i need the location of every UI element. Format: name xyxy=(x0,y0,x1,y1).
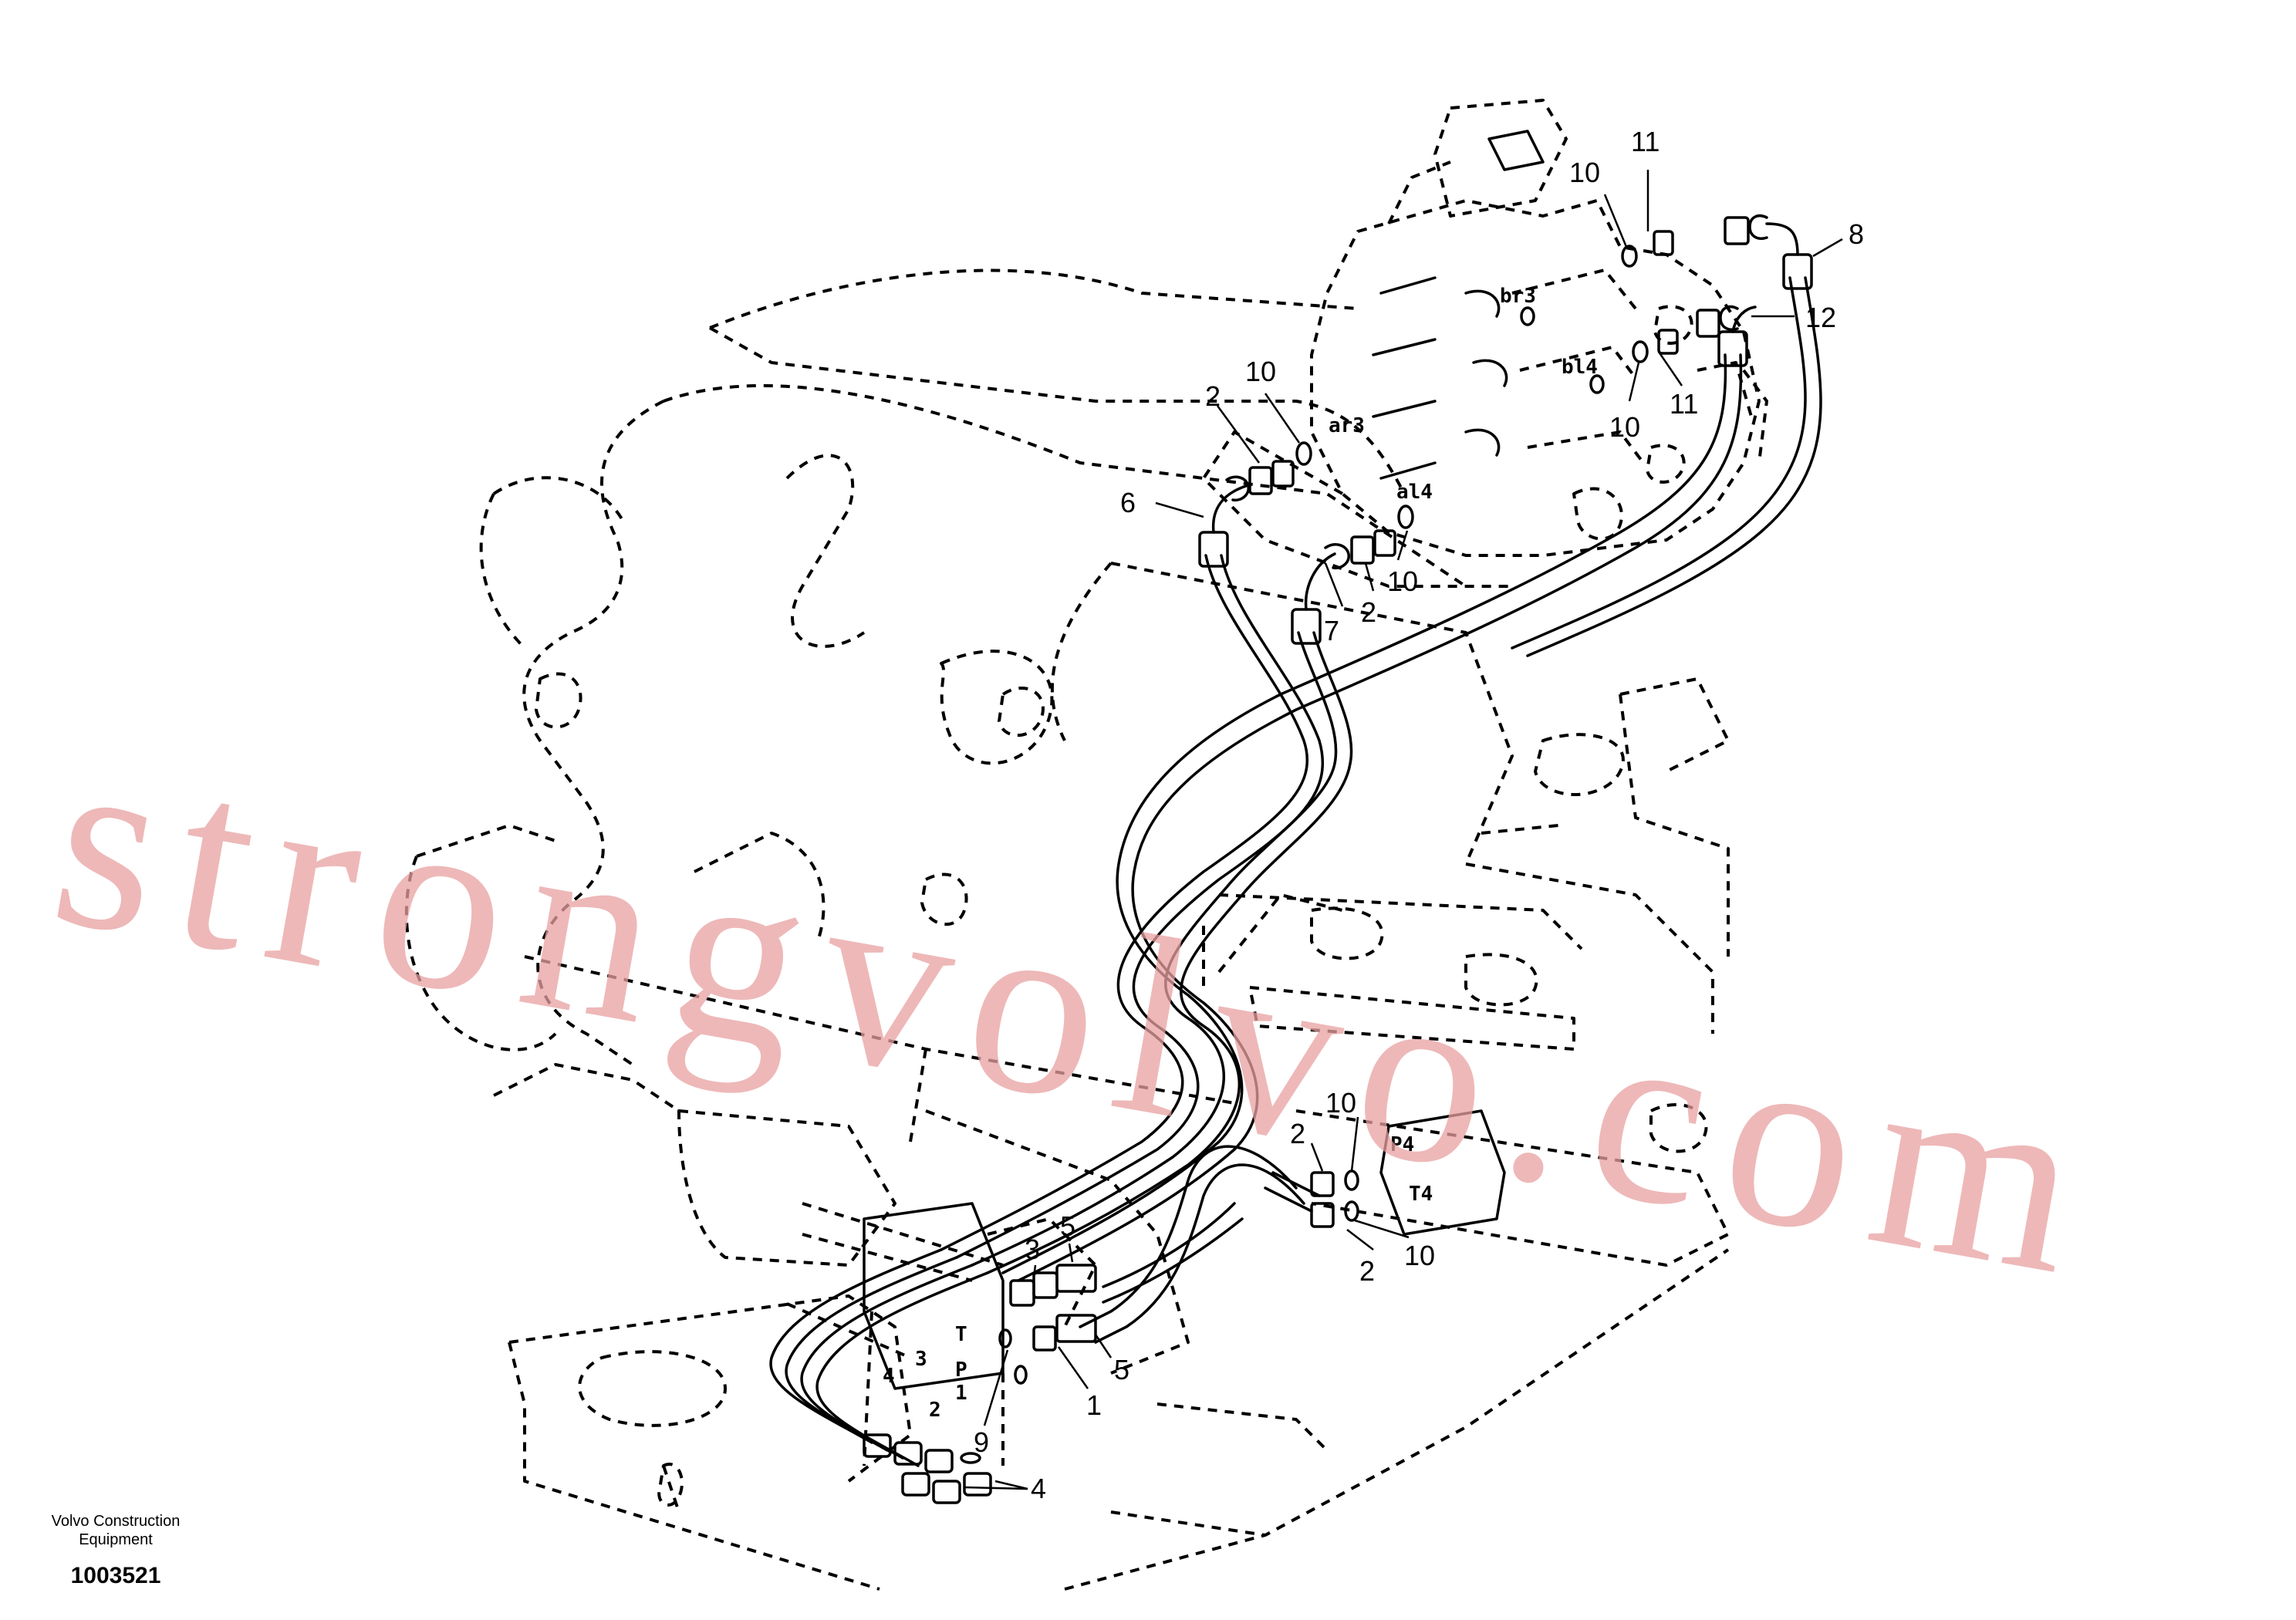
credit-line-2: Equipment xyxy=(79,1531,153,1548)
callout-10-mid: 10 xyxy=(1609,411,1640,443)
part-number: 1003521 xyxy=(71,1563,161,1588)
upper-fittings xyxy=(1198,214,1813,645)
hoses xyxy=(769,276,1822,1467)
frame-outline xyxy=(404,268,1730,1591)
port-label-br3: br3 xyxy=(1500,285,1536,308)
callout-6: 6 xyxy=(1120,487,1136,518)
callout-4: 4 xyxy=(1031,1473,1046,1504)
callout-2-left: 2 xyxy=(1205,380,1221,412)
callout-10-lower-b: 10 xyxy=(1404,1240,1435,1271)
port-label-ar3: ar3 xyxy=(1329,414,1365,437)
callout-2-mid: 2 xyxy=(1361,596,1376,628)
credit-block: Volvo Construction Equipment 1003521 xyxy=(52,1513,181,1588)
port-label-bl4: bl4 xyxy=(1562,356,1598,379)
port-labels: br3 bl4 ar3 al4 P4 T4 T P 4 3 1 2 xyxy=(883,285,1598,1422)
callout-2-lower-b: 2 xyxy=(1359,1255,1375,1287)
control-valve-block xyxy=(1202,99,1768,588)
callout-5-upper: 5 xyxy=(1060,1210,1075,1242)
callout-2-lower-a: 2 xyxy=(1290,1118,1305,1149)
credit-line-1: Volvo Construction xyxy=(52,1513,181,1530)
leader-lines xyxy=(964,170,1843,1490)
callout-9: 9 xyxy=(974,1426,989,1458)
port-label-al4: al4 xyxy=(1396,481,1433,504)
port-label-p4: P4 xyxy=(1390,1133,1414,1156)
callout-7: 7 xyxy=(1324,615,1339,646)
callout-8: 8 xyxy=(1849,218,1864,250)
callout-5-lower: 5 xyxy=(1114,1354,1129,1385)
port-label-t: T xyxy=(955,1323,967,1346)
port-label-p: P xyxy=(955,1358,967,1382)
watermark-text: strongvolvo.com xyxy=(36,695,2119,1331)
callout-11-upper: 11 xyxy=(1631,126,1660,157)
callout-1: 1 xyxy=(1086,1389,1102,1421)
callout-10-upper: 10 xyxy=(1569,157,1600,188)
port-label-t4: T4 xyxy=(1409,1183,1433,1206)
callout-11-mid: 11 xyxy=(1670,388,1698,420)
callout-3: 3 xyxy=(1025,1234,1040,1265)
lower-fittings xyxy=(802,1109,1506,1504)
callout-10-left: 10 xyxy=(1245,356,1276,387)
port-label-4: 4 xyxy=(883,1365,895,1388)
callout-10-lower-a: 10 xyxy=(1325,1087,1356,1119)
port-label-3: 3 xyxy=(915,1348,927,1371)
callout-12: 12 xyxy=(1805,302,1836,333)
port-label-1: 1 xyxy=(955,1382,967,1405)
port-label-2: 2 xyxy=(929,1399,941,1422)
callout-10-center: 10 xyxy=(1387,565,1418,597)
callouts: 11 10 8 12 11 10 10 2 6 7 2 10 10 2 10 2… xyxy=(974,126,1864,1504)
